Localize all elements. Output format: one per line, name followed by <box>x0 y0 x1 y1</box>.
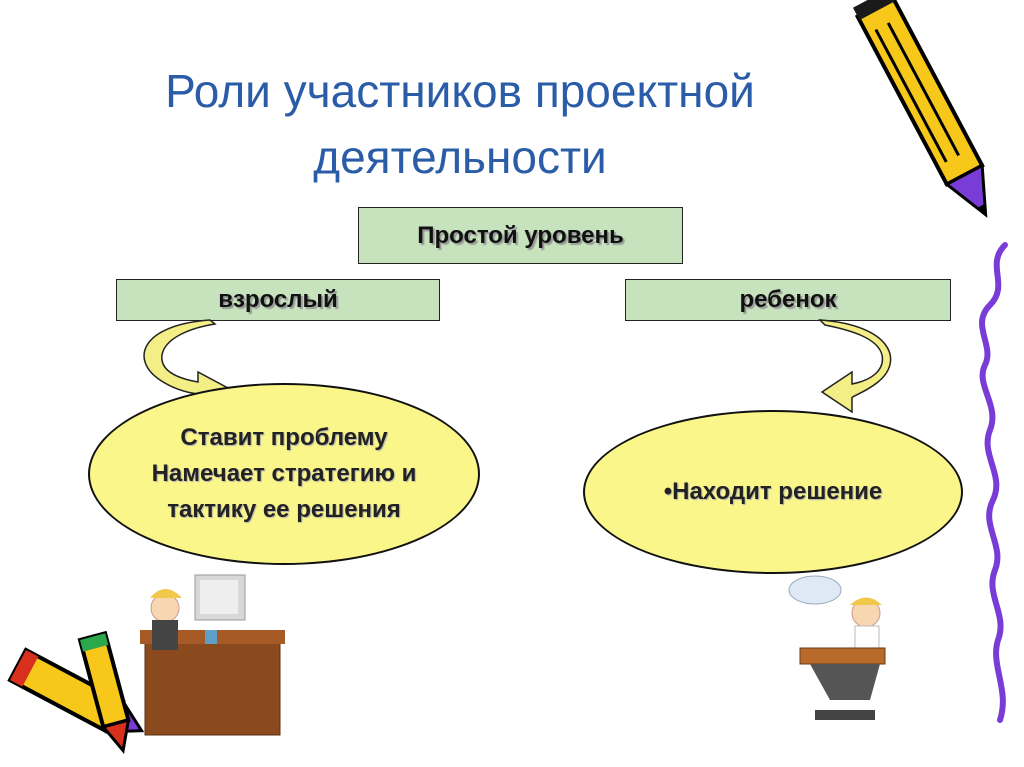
role-adult-box: взрослый <box>116 279 440 321</box>
child-tasks-ellipse: •Находит решение <box>583 410 963 574</box>
role-child-box: ребенок <box>625 279 951 321</box>
slide-title: Роли участников проектной деятельности <box>165 65 755 183</box>
adult-tasks-ellipse: Ставит проблему Намечает стратегию и так… <box>88 383 480 565</box>
adult-task-line: тактику ее решения <box>167 496 401 523</box>
child-task-line: •Находит решение <box>663 478 883 505</box>
adult-task-line: Намечает стратегию и <box>151 460 417 487</box>
level-box: Простой уровень <box>358 207 683 264</box>
adult-task-line: Ставит проблему <box>180 424 388 451</box>
